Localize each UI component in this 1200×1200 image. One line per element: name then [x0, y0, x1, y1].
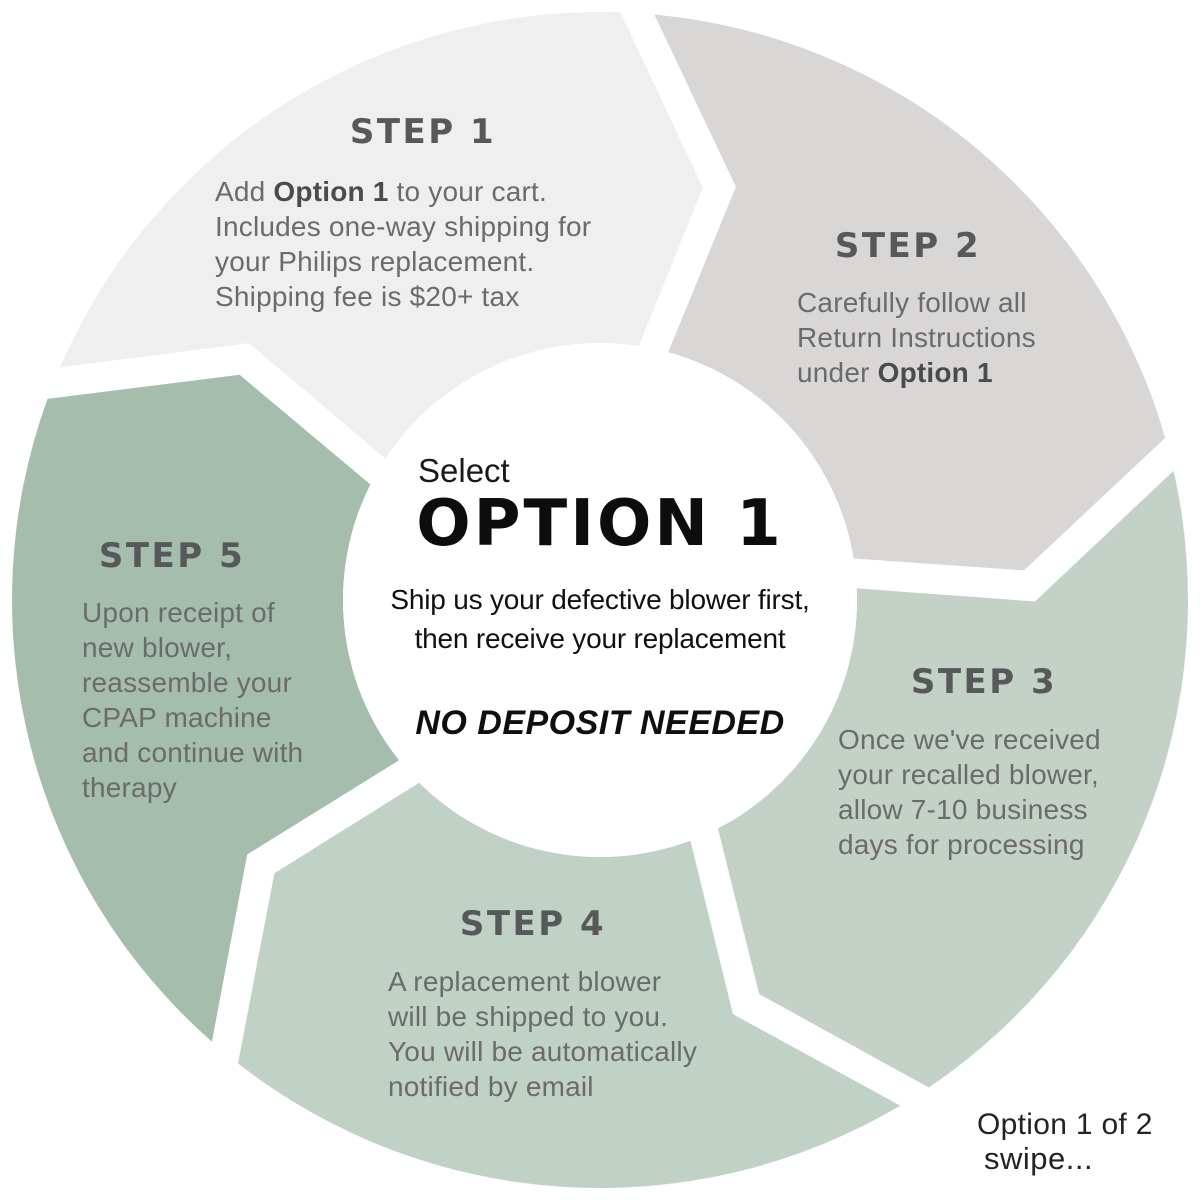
step-body-line: You will be automatically [388, 1036, 698, 1067]
center-circle [343, 343, 857, 857]
pagination-label: Option 1 of 2 [977, 1108, 1153, 1141]
step-1-description: Add Option 1 to your cart. Includes one-w… [215, 174, 591, 314]
wheel-segment-step-1 [60, 12, 703, 459]
step-body-line: Return Instructions [797, 322, 1036, 353]
step-body-line: Once we've received [838, 724, 1101, 755]
step-3-heading: STEP 3 [910, 662, 1058, 702]
step-body-line: A replacement blower [388, 966, 662, 997]
wheel-segment-step-2 [654, 14, 1166, 571]
center-description-line-1: Ship us your defective blower first, [390, 584, 810, 615]
step-body-line: your Philips replacement. [215, 246, 535, 277]
wheel-segment-step-3 [717, 470, 1188, 1088]
step-2-heading: STEP 2 [834, 226, 982, 266]
center-description-line-2: then receive your replacement [414, 623, 786, 654]
step-3-description: Once we've received your recalled blower,… [838, 722, 1101, 862]
step-5-heading: STEP 5 [98, 536, 246, 576]
step-body-line: Includes one-way shipping for [215, 211, 592, 242]
step-body-line: therapy [82, 772, 177, 803]
step-body-line: new blower, [82, 632, 233, 663]
wheel-segment-step-4 [238, 782, 901, 1189]
step-body-line: Carefully follow all [797, 287, 1027, 318]
step-body-line: under Option 1 [797, 357, 993, 388]
step-5-description: Upon receipt of new blower, reassemble you… [82, 595, 303, 805]
center-title: OPTION 1 [416, 487, 784, 561]
step-body-line: Shipping fee is $20+ tax [215, 281, 520, 312]
center-description: Ship us your defective blower first, the… [390, 580, 809, 658]
step-body-line: will be shipped to you. [388, 1001, 669, 1032]
swipe-hint-label: swipe... [984, 1141, 1094, 1176]
step-body-line: reassemble your [82, 667, 292, 698]
step-4-heading: STEP 4 [459, 904, 607, 944]
step-body-line: notified by email [388, 1071, 594, 1102]
center-kicker: Select [418, 452, 510, 489]
step-body-line: CPAP machine [82, 702, 272, 733]
no-deposit-note: NO DEPOSIT NEEDED [415, 704, 785, 742]
step-body-line: and continue with [82, 737, 304, 768]
wheel-segment-step-5 [12, 374, 400, 1042]
step-body-line: your recalled blower, [838, 759, 1099, 790]
step-4-description: A replacement blower will be shipped to y… [388, 964, 697, 1104]
step-1-heading: STEP 1 [349, 112, 497, 152]
step-body-line: Upon receipt of [82, 597, 275, 628]
step-body-line: days for processing [838, 829, 1085, 860]
step-body-line: allow 7-10 business [838, 794, 1088, 825]
step-body-line: Add Option 1 to your cart. [215, 176, 547, 207]
